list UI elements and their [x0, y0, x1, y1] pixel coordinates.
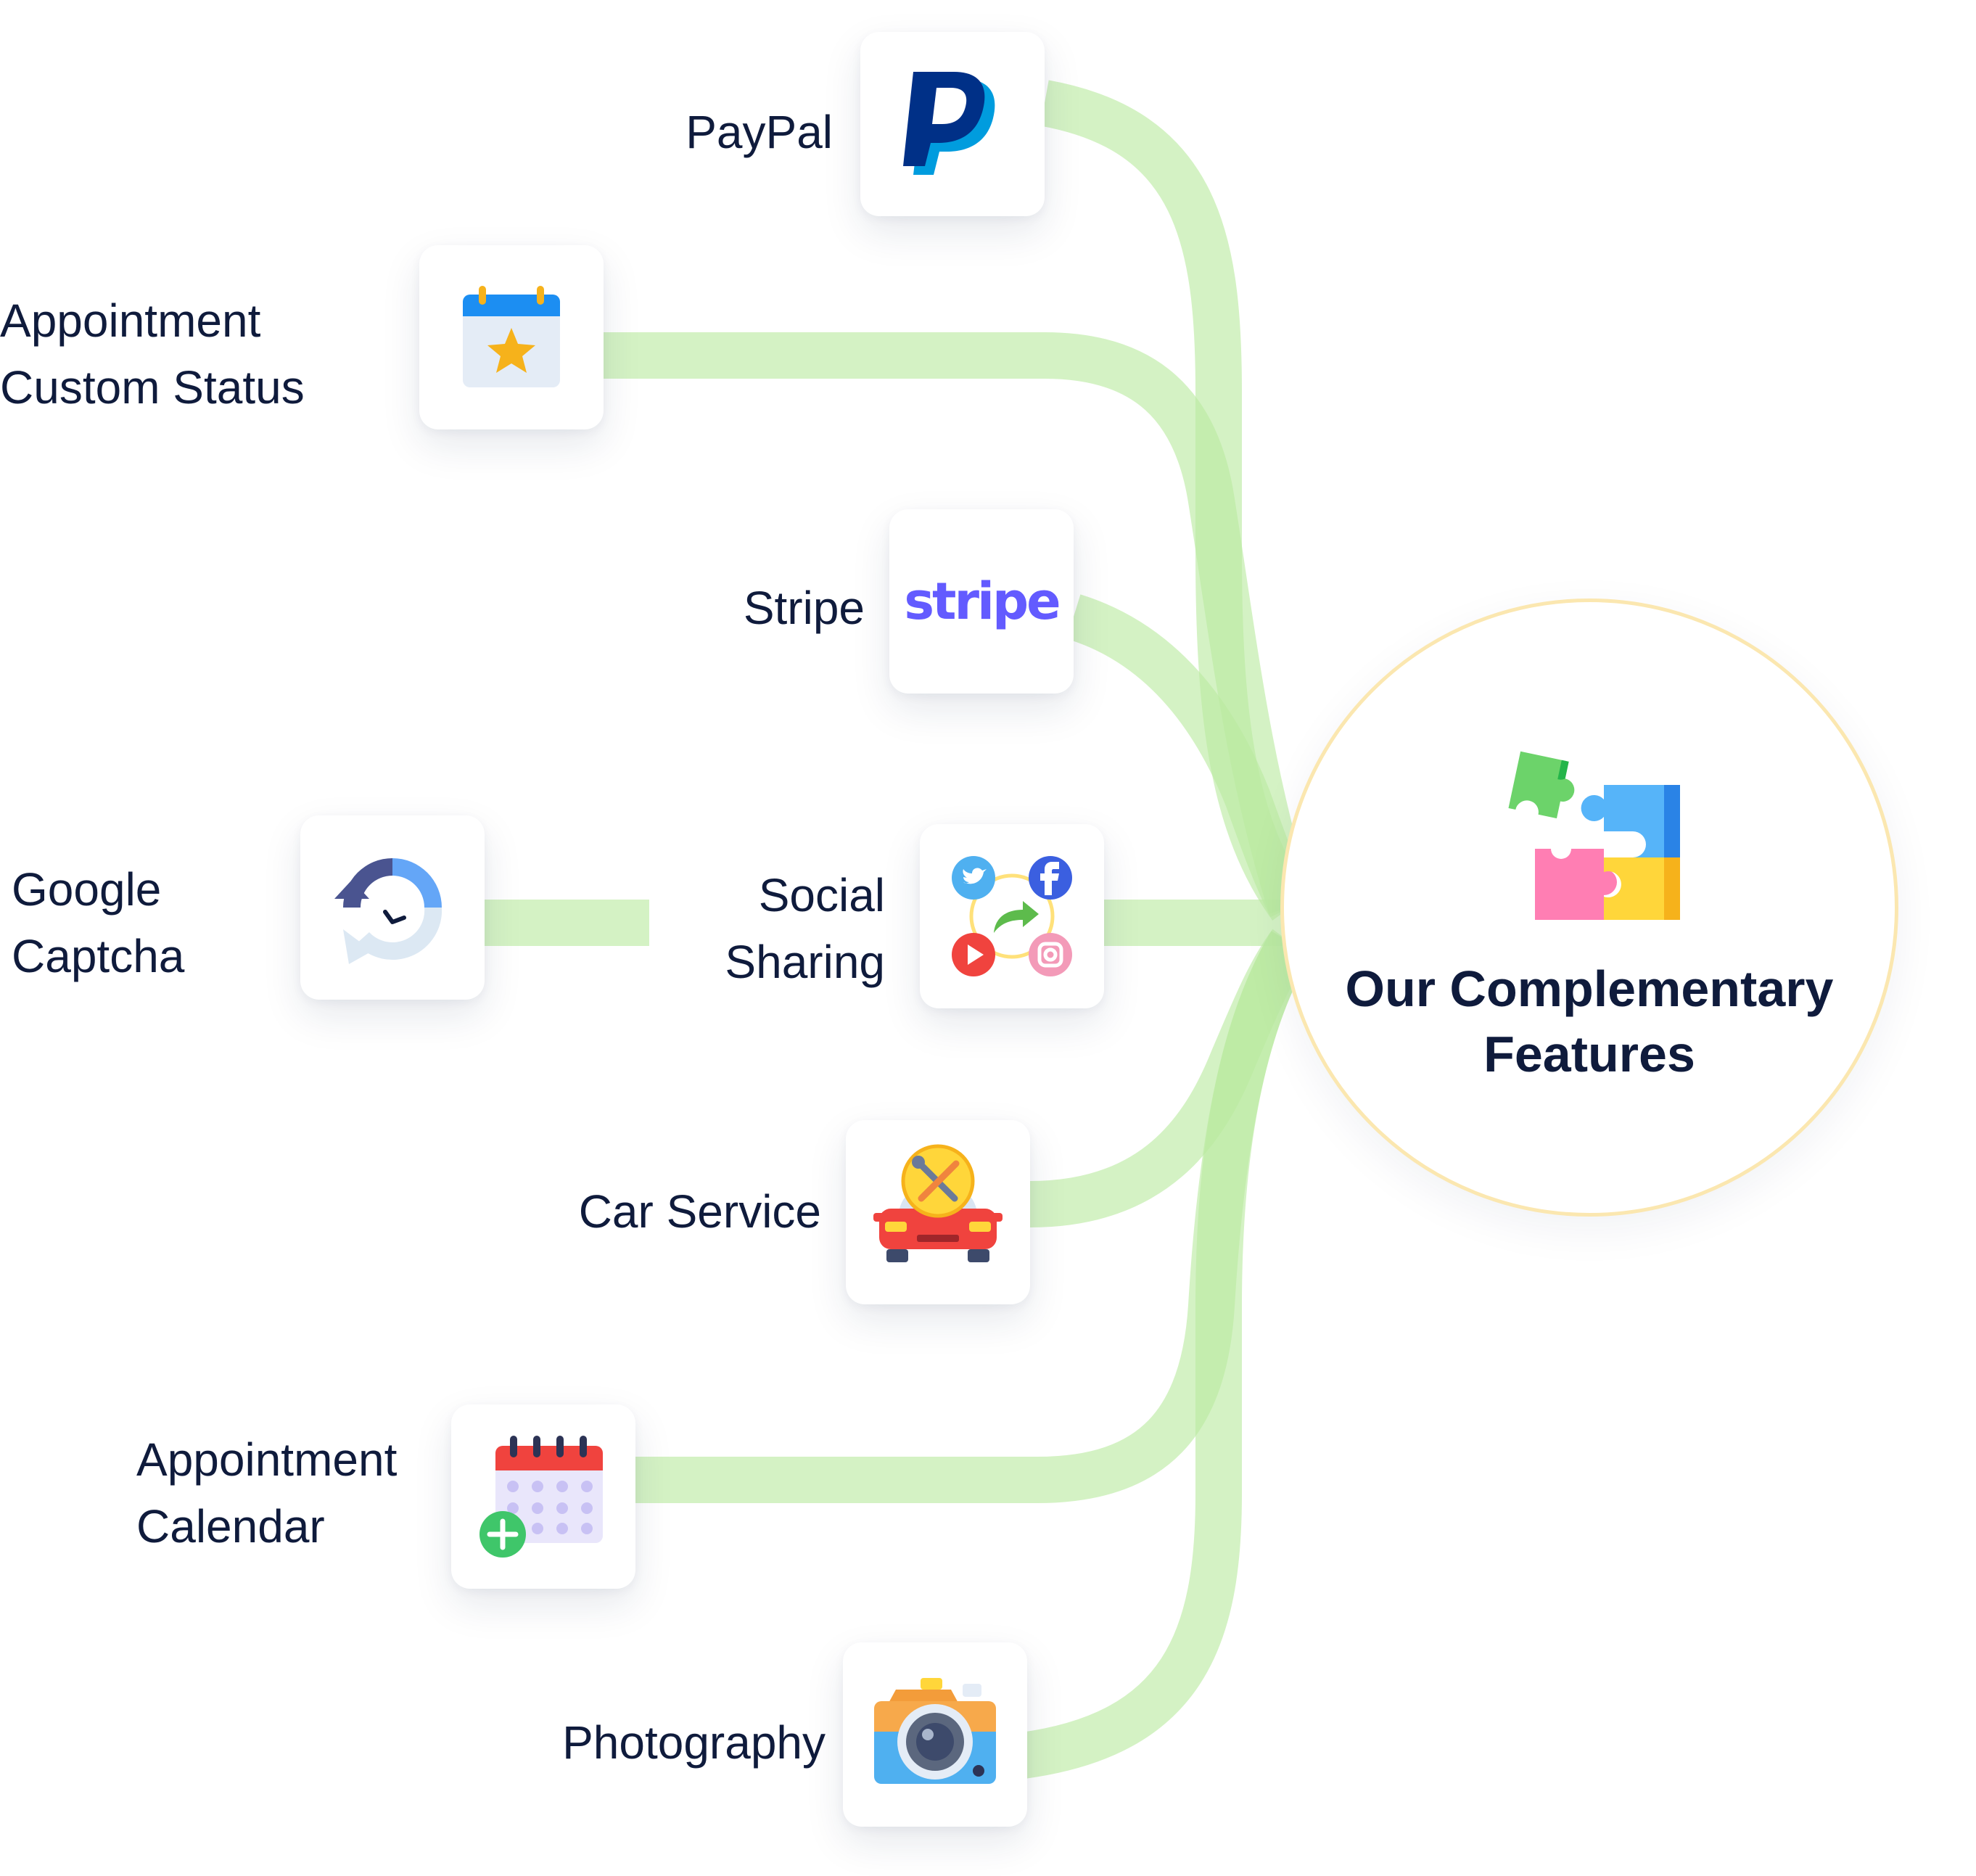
puzzle-pieces-icon [1508, 751, 1680, 920]
camera-icon [874, 1678, 996, 1784]
social-share-icon [952, 856, 1072, 976]
recaptcha-icon [334, 858, 442, 964]
calendar-star-icon [463, 286, 560, 387]
card-appointment-custom-status[interactable] [419, 245, 604, 429]
connector-photography [1019, 931, 1312, 1779]
card-stripe[interactable]: stripe [889, 509, 1074, 694]
card-paypal[interactable] [860, 32, 1045, 216]
stripe-logo-icon: stripe [904, 572, 1061, 631]
label-photography: Photography [562, 1716, 826, 1769]
card-appointment-calendar[interactable] [451, 1404, 635, 1589]
label-stripe: Stripe [743, 582, 865, 634]
car-service-icon [873, 1144, 1003, 1262]
label-google-captcha: Google Captcha [12, 863, 185, 982]
card-car-service[interactable] [846, 1120, 1030, 1304]
card-photography[interactable] [843, 1642, 1027, 1827]
paypal-logo-icon [903, 72, 995, 175]
hub-circle [1280, 598, 1898, 1217]
calendar-add-icon [479, 1436, 603, 1558]
label-social-sharing: Social Sharing [725, 869, 885, 988]
card-google-captcha[interactable] [300, 815, 485, 1000]
hub-title: Our Complementary Features [1345, 960, 1834, 1082]
label-appointment-calendar: Appointment Calendar [136, 1433, 398, 1552]
label-appointment-custom-status: Appointment Custom Status [0, 295, 305, 414]
label-car-service: Car Service [578, 1185, 821, 1238]
connector-stripe [1066, 594, 1312, 918]
label-paypal: PayPal [686, 106, 833, 158]
card-social-sharing[interactable] [920, 824, 1104, 1008]
